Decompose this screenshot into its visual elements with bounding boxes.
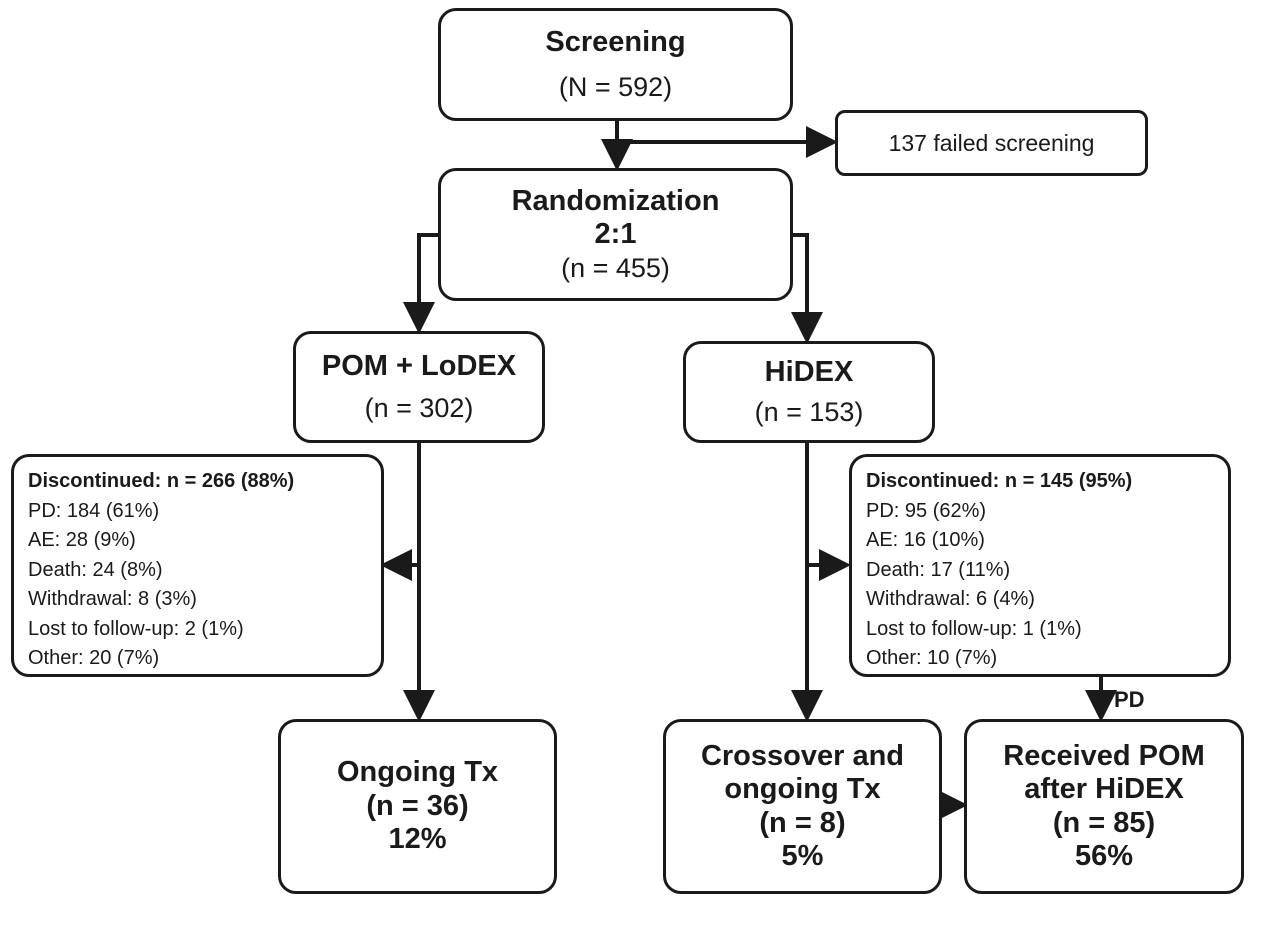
received-count: (n = 85) [1052, 806, 1156, 839]
randomization-count: (n = 455) [561, 253, 670, 284]
list-item: Withdrawal: 6 (4%) [866, 588, 1035, 610]
received-pom-box: Received POM after HiDEX (n = 85) 56% [964, 719, 1244, 894]
crossover-title-line1: Crossover and [700, 739, 905, 772]
discontinued-left-box: Discontinued: n = 266 (88%) PD: 184 (61%… [11, 454, 384, 677]
pom-lodex-count: (n = 302) [364, 393, 474, 424]
ongoing-tx-percent: 12% [388, 823, 447, 856]
crossover-count: (n = 8) [759, 806, 846, 839]
discontinued-right-title: Discontinued: n = 145 (95%) [866, 470, 1133, 492]
pd-arrow-label: PD [1114, 687, 1145, 712]
discontinued-right-box: Discontinued: n = 145 (95%) PD: 95 (62%)… [849, 454, 1231, 677]
randomization-ratio: 2:1 [594, 217, 637, 250]
list-item: AE: 16 (10%) [866, 529, 985, 551]
failed-screening-text: 137 failed screening [888, 129, 1095, 156]
screening-count: (N = 592) [558, 71, 673, 102]
screening-title: Screening [545, 26, 686, 59]
ongoing-tx-box: Ongoing Tx (n = 36) 12% [278, 719, 557, 894]
ongoing-tx-count: (n = 36) [366, 789, 469, 822]
list-item: AE: 28 (9%) [28, 529, 136, 551]
list-item: Death: 17 (11%) [866, 558, 1011, 581]
screening-box: Screening (N = 592) [438, 8, 793, 121]
hidex-box: HiDEX (n = 153) [683, 341, 935, 443]
crossover-title-line2: ongoing Tx [724, 773, 881, 806]
arrow-to-hidex [791, 233, 823, 344]
hidex-title: HiDEX [764, 355, 854, 388]
randomization-title: Randomization [511, 184, 720, 217]
list-item: Death: 24 (8%) [28, 558, 163, 581]
list-item: Lost to follow-up: 2 (1%) [28, 617, 244, 640]
ongoing-tx-title: Ongoing Tx [336, 756, 499, 789]
list-item: Other: 10 (7%) [866, 647, 998, 669]
arrow-to-pom-lodex [403, 233, 439, 334]
list-item: PD: 95 (62%) [866, 499, 987, 522]
received-title-line2: after HiDEX [1024, 773, 1184, 806]
hidex-count: (n = 153) [754, 397, 864, 428]
list-item: Lost to follow-up: 1 (1%) [866, 617, 1082, 640]
crossover-box: Crossover and ongoing Tx (n = 8) 5% [663, 719, 942, 894]
pom-lodex-box: POM + LoDEX (n = 302) [293, 331, 545, 443]
discontinued-left-title: Discontinued: n = 266 (88%) [28, 470, 295, 492]
crossover-percent: 5% [781, 839, 824, 872]
randomization-box: Randomization 2:1 (n = 455) [438, 168, 793, 301]
list-item: Withdrawal: 8 (3%) [28, 588, 197, 610]
list-item: PD: 184 (61%) [28, 499, 160, 522]
failed-screening-box: 137 failed screening [835, 110, 1148, 176]
pom-lodex-title: POM + LoDEX [321, 349, 517, 382]
list-item: Other: 20 (7%) [28, 647, 160, 669]
received-percent: 56% [1074, 839, 1134, 872]
received-title-line1: Received POM [1003, 739, 1205, 772]
